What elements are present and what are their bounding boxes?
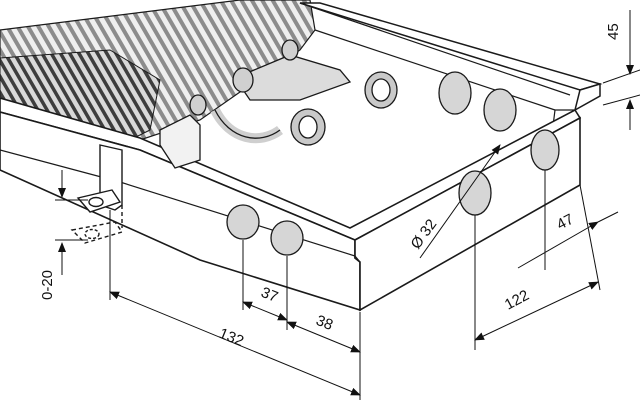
convector-housing xyxy=(0,2,603,312)
hole-side-1 xyxy=(458,170,492,216)
hole-front-2 xyxy=(270,220,304,256)
dim-height-label: 45 xyxy=(605,23,622,40)
hole-inner-2 xyxy=(483,88,517,132)
adjustable-foot xyxy=(70,144,124,244)
dim-hole-offset-1-label: 37 xyxy=(259,284,281,306)
fitting-nut-1 xyxy=(364,71,398,109)
dim-width-label: 122 xyxy=(502,287,532,314)
hole-side-2 xyxy=(530,129,560,171)
hole-inner-1 xyxy=(438,71,472,115)
dim-adjustment-label: 0-20 xyxy=(39,270,56,300)
connection-holes xyxy=(226,71,560,256)
hole-front-1 xyxy=(226,204,260,240)
fitting-nut-2 xyxy=(290,108,326,146)
dim-depth-label: 47 xyxy=(554,211,577,234)
dimension-lines xyxy=(55,10,640,400)
fitting-nut-3 xyxy=(189,39,299,116)
pipe-fittings xyxy=(159,39,398,169)
dim-hole-offset-2-label: 38 xyxy=(314,312,336,334)
